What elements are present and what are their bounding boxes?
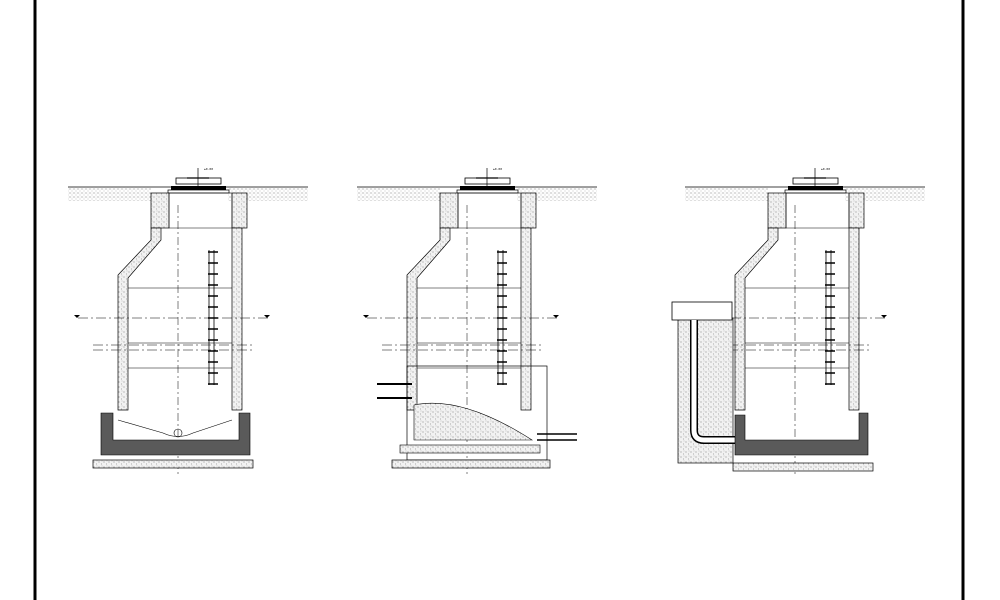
barrel-wall-right: [848, 227, 860, 411]
level-label: ±0.00: [204, 167, 213, 171]
water-level-marker-left: [363, 315, 369, 318]
manhole-cover: [171, 186, 226, 190]
inlet-pipe: [671, 301, 733, 321]
cover-handle: [464, 177, 511, 185]
water-level-marker-left: [74, 315, 80, 318]
neck-wall-right: [231, 192, 248, 229]
water-level-marker-right: [881, 315, 887, 318]
manhole-cover: [460, 186, 515, 190]
cover-frame: [456, 189, 519, 194]
manhole-cover: [788, 186, 843, 190]
drop-pipe-inner: [691, 320, 735, 443]
base-slab: [399, 444, 541, 454]
cover-handle: [175, 177, 222, 185]
ground-soil-right: [228, 187, 308, 201]
base-slab: [734, 412, 869, 456]
neck-shaft: [785, 192, 850, 229]
neck-shaft: [457, 192, 522, 229]
ground-soil-left: [68, 187, 151, 201]
cover-handle: [792, 177, 839, 185]
cover-frame: [784, 189, 847, 194]
benching-fill: [413, 402, 534, 441]
neck-wall-left: [439, 192, 459, 229]
ground-soil-right: [517, 187, 597, 201]
ground-soil-right: [845, 187, 925, 201]
cover-frame: [167, 189, 230, 194]
barrel-wall-right: [231, 227, 243, 411]
ground-soil-left: [357, 187, 440, 201]
base-slab: [100, 412, 251, 456]
manhole-section-drop-inlet: ±0.00: [357, 167, 597, 475]
water-level-marker-right: [553, 315, 559, 318]
neck-shaft: [168, 192, 233, 229]
barrel-wall-right: [520, 227, 532, 411]
neck-wall-right: [848, 192, 865, 229]
benching: [117, 419, 233, 437]
cone-wall-left: [734, 227, 779, 411]
cone-wall-left: [117, 227, 162, 411]
foundation-blinding: [732, 462, 874, 472]
water-level-marker-right: [264, 315, 270, 318]
manhole-section-external-drop: ±0.00: [671, 167, 925, 475]
neck-wall-left: [767, 192, 787, 229]
manhole-section-standard: ±0.00: [68, 167, 308, 475]
neck-wall-right: [520, 192, 537, 229]
channel-pipe: [173, 428, 183, 438]
level-label: ±0.00: [493, 167, 502, 171]
ground-soil-left: [685, 187, 768, 201]
neck-wall-left: [150, 192, 170, 229]
level-label: ±0.00: [821, 167, 830, 171]
cone-wall-left: [406, 227, 451, 411]
foundation-blinding: [92, 459, 254, 469]
foundation-blinding: [391, 459, 551, 469]
